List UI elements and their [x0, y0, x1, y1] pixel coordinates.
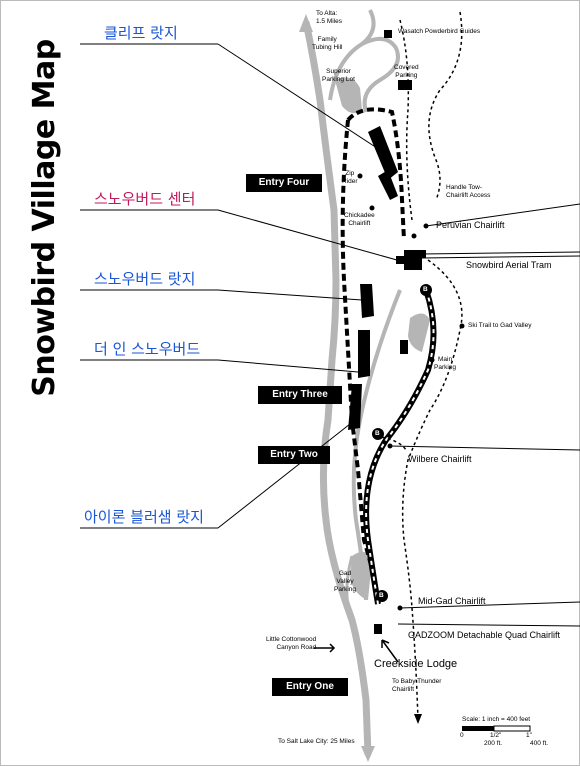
cliff-lodge-wing [378, 170, 398, 200]
wasatch-building [384, 30, 392, 38]
gad-road [345, 555, 358, 631]
wilbere-lift-line [389, 445, 580, 451]
cliff-lodge-leader-b [217, 43, 381, 151]
wilbere-trail [375, 435, 407, 451]
upper-loop-road [328, 36, 400, 113]
iron-blosam-label-ko[interactable]: 아이론 블러샘 랏지 [84, 508, 204, 526]
bus-stop-upper-letter: B [423, 286, 428, 293]
inn-leader-b [217, 359, 359, 373]
cliff-lodge-label-ko[interactable]: 클리프 랏지 [104, 24, 178, 42]
service-road-stripe [365, 289, 435, 605]
scale-caption: Scale: 1 inch = 400 feet [462, 716, 531, 723]
inn-at-snowbird-building [358, 330, 370, 378]
snowbird-lodge-label-ko[interactable]: 스노우버드 랏지 [94, 270, 196, 288]
baby-thunder-trail [411, 607, 419, 721]
snowbird-center-wing [396, 256, 404, 264]
wasatch-label: Wasatch Powderbird Guides [398, 28, 481, 35]
peruvian-marker [423, 223, 429, 229]
scale-bar-left [462, 726, 494, 731]
mid-gad-lift-line [399, 601, 580, 609]
walkway-top [346, 107, 406, 241]
entry-four-box: Entry Four [246, 174, 322, 192]
alta-road [360, 9, 376, 46]
scale-400ft: 400 ft. [530, 740, 549, 747]
entry-one-box: Entry One [272, 678, 348, 696]
scale-tick-one: 1" [526, 732, 532, 739]
entry-two-box: Entry Two [258, 446, 330, 464]
main-parking-marker [429, 357, 435, 363]
parking-structure [400, 340, 408, 354]
highway-arrow-south [361, 746, 375, 762]
handle-tow-label: Handle Tow-Chairlift Access [446, 184, 491, 199]
zip-rider-marker [357, 173, 363, 179]
creekside-arrow [381, 639, 399, 663]
iron-blosam-leader-b [217, 423, 351, 529]
covered-parking-building [398, 80, 412, 90]
handle-tow-marker [411, 233, 417, 239]
superior-parking-lot [335, 77, 362, 114]
salt-lake-label: To Salt Lake City: 25 Miles [278, 738, 355, 745]
gadzoom-lift-line [397, 623, 580, 627]
bus-stop-lower-letter: B [379, 592, 384, 599]
snowbird-center-label-ko[interactable]: 스노우버드 센터 [94, 190, 196, 208]
bus-stop-upper [420, 284, 432, 296]
peruvian-label: Peruvian Chairlift [436, 220, 505, 230]
creekside-lodge-building [374, 624, 382, 634]
bus-stop-lower [376, 590, 388, 602]
mid-gad-marker [397, 605, 403, 611]
peruvian-lift-line [425, 203, 580, 227]
inn-at-snowbird-label-ko[interactable]: 더 인 스노우버드 [94, 340, 201, 358]
snowbird-lodge-building [360, 284, 374, 318]
wilbere-label: Wilbere Chairlift [408, 454, 472, 464]
scale-200ft: 200 ft. [484, 740, 503, 747]
ski-trail-east [399, 19, 413, 221]
scale-bar-right [493, 725, 531, 732]
tram-label: Snowbird Aerial Tram [466, 260, 552, 270]
cliff-lodge-building [368, 126, 398, 180]
tram-line-b [421, 255, 580, 259]
scale-tick-half: 1/2" [490, 732, 502, 739]
ski-trail-marker [459, 323, 465, 329]
ski-trail-label: Ski Trail to Gad Valley [468, 322, 532, 329]
little-cottonwood-arrow [314, 643, 336, 653]
mid-gad-label: Mid-Gad Chairlift [418, 596, 486, 606]
tram-station [414, 250, 426, 258]
baby-thunder-arrow [414, 714, 422, 724]
entry-three-box: Entry Three [258, 386, 342, 404]
scale-tick-0: 0 [460, 732, 464, 739]
iron-blosam-building [348, 384, 362, 430]
bus-stop-middle [372, 428, 384, 440]
wilbere-marker [387, 443, 393, 449]
ski-trail-north [428, 11, 463, 201]
snowbird-lodge-leader-b [217, 289, 363, 301]
chickadee-marker [369, 205, 375, 211]
to-alta-label: To Alta:1.5 Miles [316, 10, 343, 25]
main-parking-lot [408, 313, 430, 352]
gadzoom-label: GADZOOM Detachable Quad Chairlift [408, 630, 561, 640]
ski-trail-gad-valley [401, 259, 463, 609]
tram-line-a [421, 251, 580, 255]
bus-stop-middle-letter: B [375, 430, 380, 437]
highway-arrow-north [299, 14, 313, 32]
map-title: Snowbird Village Map [27, 39, 62, 397]
snowbird-center-leader-b [217, 209, 405, 263]
creekside-lodge-label: Creekside Lodge [374, 658, 458, 670]
